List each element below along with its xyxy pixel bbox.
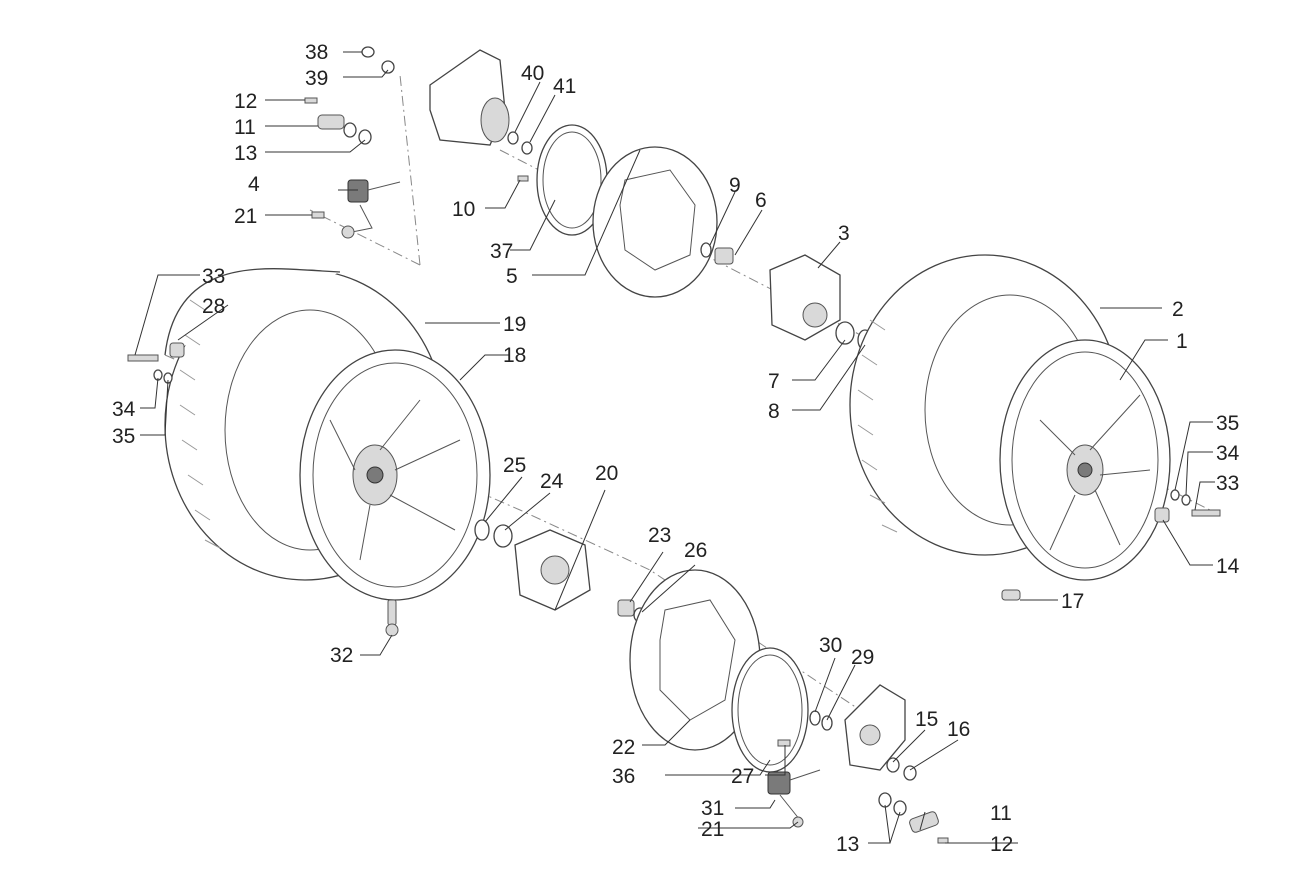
- rear-caliper-bracket: [844, 684, 906, 771]
- callout-29: 29: [851, 646, 874, 669]
- callout-21-bottom: 21: [701, 818, 724, 841]
- callout-15: 15: [915, 708, 938, 731]
- callout-26: 26: [684, 539, 707, 562]
- callout-17: 17: [1061, 590, 1084, 613]
- callout-4: 4: [248, 173, 260, 196]
- washer-35-right: [1170, 489, 1180, 501]
- callout-7: 7: [768, 370, 780, 393]
- bearing-7: [835, 321, 855, 345]
- bearing-24: [493, 524, 513, 548]
- valve-32: [385, 599, 399, 637]
- callout-1: 1: [1176, 330, 1188, 353]
- callout-6: 6: [755, 189, 767, 212]
- washer-13-rear-b: [893, 800, 907, 816]
- callout-12-bottom: 12: [990, 833, 1013, 856]
- oring-39: [381, 60, 395, 74]
- valve-17: [1001, 589, 1021, 601]
- callout-24: 24: [540, 470, 564, 493]
- washer-13-top-b: [358, 129, 372, 145]
- callout-20: 20: [595, 462, 618, 485]
- washer-29: [821, 715, 833, 731]
- callout-33-right: 33: [1216, 472, 1239, 495]
- callout-34-right: 34: [1216, 442, 1240, 465]
- rear-brake-disc-22: [629, 569, 761, 751]
- callout-34-left: 34: [112, 398, 136, 421]
- bolt-33-right: [1191, 509, 1221, 517]
- front-brake-disc-5: [592, 146, 718, 298]
- callout-40: 40: [521, 62, 544, 85]
- spacer-23: [617, 599, 635, 617]
- callout-21-top: 21: [234, 205, 257, 228]
- front-caliper-support: [429, 49, 510, 146]
- callout-13-bottom: 13: [836, 833, 859, 856]
- callout-2: 2: [1172, 298, 1184, 321]
- callout-39: 39: [305, 67, 328, 90]
- callout-16: 16: [947, 718, 970, 741]
- spacer-6: [714, 247, 734, 265]
- bolt-12-rear: [937, 837, 949, 844]
- callout-38: 38: [305, 41, 328, 64]
- washer-15: [886, 757, 900, 773]
- bolt-33-left: [127, 354, 159, 362]
- spacer-28: [169, 342, 185, 358]
- bush-11-top: [317, 114, 345, 130]
- bush-11-rear: [909, 811, 939, 833]
- callout-8: 8: [768, 400, 780, 423]
- leader-lines: [134, 51, 1215, 844]
- callout-30: 30: [819, 634, 842, 657]
- oring-41: [521, 141, 533, 155]
- washer-40: [507, 131, 519, 145]
- circlip-25: [474, 519, 490, 541]
- right-rim: [999, 339, 1171, 581]
- bolt-12-top: [304, 97, 318, 104]
- bolt-27: [777, 739, 791, 747]
- sensor-bracket: [341, 225, 355, 239]
- callout-11-top: 11: [234, 116, 256, 139]
- callout-23: 23: [648, 524, 671, 547]
- callout-12-top: 12: [234, 90, 257, 113]
- spacer-14: [1154, 507, 1170, 523]
- callout-5: 5: [506, 265, 518, 288]
- front-hub-3: [769, 254, 841, 341]
- front-sensor-4: [347, 179, 401, 233]
- callout-37: 37: [490, 240, 513, 263]
- callout-35-right: 35: [1216, 412, 1239, 435]
- callout-10: 10: [452, 198, 475, 221]
- rear-tone-ring-36: [731, 647, 809, 773]
- washer-34-right: [1181, 494, 1191, 506]
- bolt-10: [517, 175, 529, 182]
- rear-sensor-31: [767, 769, 821, 821]
- callout-14: 14: [1216, 555, 1240, 578]
- callout-22: 22: [612, 736, 635, 759]
- callout-labels: 1 2 3 4 5 6 7 8 9 10 11 11 12 12 13 13 1…: [112, 41, 1240, 856]
- callout-18: 18: [503, 344, 526, 367]
- callout-36: 36: [612, 765, 635, 788]
- callout-3: 3: [838, 222, 850, 245]
- callout-19: 19: [503, 313, 526, 336]
- callout-33-left: 33: [202, 265, 225, 288]
- callout-31: 31: [701, 797, 724, 820]
- callout-32: 32: [330, 644, 353, 667]
- washer-38: [361, 46, 375, 58]
- washer-13-rear-a: [878, 792, 892, 808]
- callout-27: 27: [731, 765, 754, 788]
- callout-35-left: 35: [112, 425, 135, 448]
- callout-9: 9: [729, 174, 741, 197]
- oring-16: [903, 765, 917, 781]
- washer-13-top-a: [343, 122, 357, 138]
- seal-9: [700, 242, 712, 258]
- left-rim: [299, 349, 491, 601]
- callout-11-bottom: 11: [990, 802, 1012, 825]
- callout-25: 25: [503, 454, 526, 477]
- callout-13-top: 13: [234, 142, 257, 165]
- washer-30: [809, 710, 821, 726]
- callout-28: 28: [202, 295, 225, 318]
- bolt-21-front: [311, 211, 325, 219]
- rear-hub-20: [514, 529, 591, 611]
- callout-41: 41: [553, 75, 576, 98]
